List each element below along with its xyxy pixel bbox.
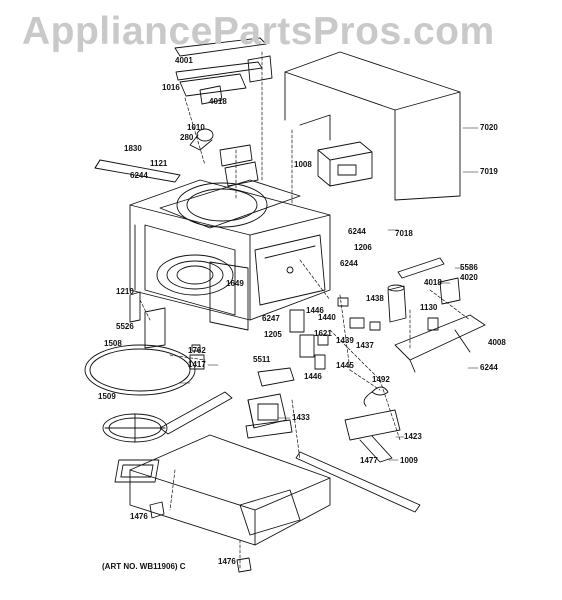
part-label-280: 280 — [180, 133, 194, 142]
watermark: AppliancePartsPros.com — [22, 10, 495, 53]
part-label-4008: 4008 — [488, 338, 506, 347]
fan-motor-drawing — [344, 409, 401, 463]
transformer-drawing — [245, 393, 293, 439]
oven-cavity-drawing — [129, 179, 331, 331]
base-rail-drawing — [295, 451, 421, 513]
part-label-6247: 6247 — [262, 314, 280, 323]
part-label-6244-b: 6244 — [348, 227, 366, 236]
part-label-1210: 1210 — [116, 287, 134, 296]
part-label-1205: 1205 — [264, 330, 282, 339]
part-label-1010: 1010 — [187, 123, 205, 132]
bracket-4020-drawing — [397, 257, 461, 305]
part-label-1621: 1621 — [314, 329, 332, 338]
top-bracket-drawing — [174, 37, 273, 105]
part-label-1433: 1433 — [292, 413, 310, 422]
part-label-1509: 1509 — [98, 392, 116, 401]
base-plate-drawing — [114, 434, 331, 546]
feet-drawing — [149, 501, 252, 573]
part-label-1423: 1423 — [404, 432, 422, 441]
strip-drawing — [159, 391, 233, 435]
part-label-1008: 1008 — [294, 160, 312, 169]
part-label-1440: 1440 — [318, 313, 336, 322]
part-label-1121: 1121 — [150, 159, 168, 168]
part-label-7018: 7018 — [395, 229, 413, 238]
part-label-6244-d: 6244 — [480, 363, 498, 372]
magnetron-drawing — [317, 141, 373, 187]
part-label-1762: 1762 — [188, 346, 206, 355]
part-label-1439: 1439 — [336, 336, 354, 345]
small-parts-drawing — [337, 297, 439, 331]
part-label-1206: 1206 — [354, 243, 372, 252]
part-label-1417: 1417 — [188, 360, 206, 369]
part-label-1438: 1438 — [366, 294, 384, 303]
outer-case-drawing — [284, 51, 461, 201]
part-label-4020: 4020 — [460, 273, 478, 282]
part-label-6244-c: 6244 — [340, 259, 358, 268]
part-label-1476-b: 1476 — [218, 557, 236, 566]
part-label-6244: 6244 — [130, 171, 148, 180]
part-label-1508: 1508 — [104, 339, 122, 348]
control-bracket-drawing — [254, 234, 326, 306]
part-label-1830: 1830 — [124, 144, 142, 153]
part-label-5586: 5586 — [460, 263, 478, 272]
part-label-1009: 1009 — [400, 456, 418, 465]
art-number: (ART NO. WB11906) C — [102, 562, 186, 571]
roller-ring-drawing — [102, 413, 168, 443]
part-label-1437: 1437 — [356, 341, 374, 350]
part-label-4018-b: 4018 — [424, 278, 442, 287]
capacitor-drawing — [387, 284, 407, 323]
relay-drawing — [189, 344, 205, 370]
left-panel-drawing — [129, 291, 166, 349]
part-label-1477: 1477 — [360, 456, 378, 465]
fan-duct-drawing — [394, 314, 486, 373]
door-frame-drawing — [94, 159, 181, 183]
part-label-4001: 4001 — [175, 56, 193, 65]
switch-cluster-drawing — [289, 309, 365, 370]
part-label-5511: 5511 — [253, 355, 271, 364]
part-label-1446-b: 1446 — [304, 372, 322, 381]
part-label-1016: 1016 — [162, 83, 180, 92]
part-label-1130: 1130 — [420, 303, 438, 312]
waveguide-drawing — [219, 144, 259, 187]
part-label-1476: 1476 — [130, 512, 148, 521]
connector-5511-drawing — [257, 367, 295, 387]
part-label-5526: 5526 — [116, 322, 134, 331]
label-leaders — [179, 127, 479, 461]
light-socket-drawing — [189, 128, 214, 151]
part-label-1492: 1492 — [372, 375, 390, 384]
part-label-4018: 4018 — [209, 97, 227, 106]
fan-blade-drawing — [363, 386, 389, 407]
turntable-drawing — [84, 344, 196, 396]
part-label-1649: 1649 — [226, 279, 244, 288]
part-label-1446: 1446 — [306, 306, 324, 315]
part-label-7020: 7020 — [480, 123, 498, 132]
part-label-7019: 7019 — [480, 167, 498, 176]
part-label-1445: 1445 — [336, 361, 354, 370]
